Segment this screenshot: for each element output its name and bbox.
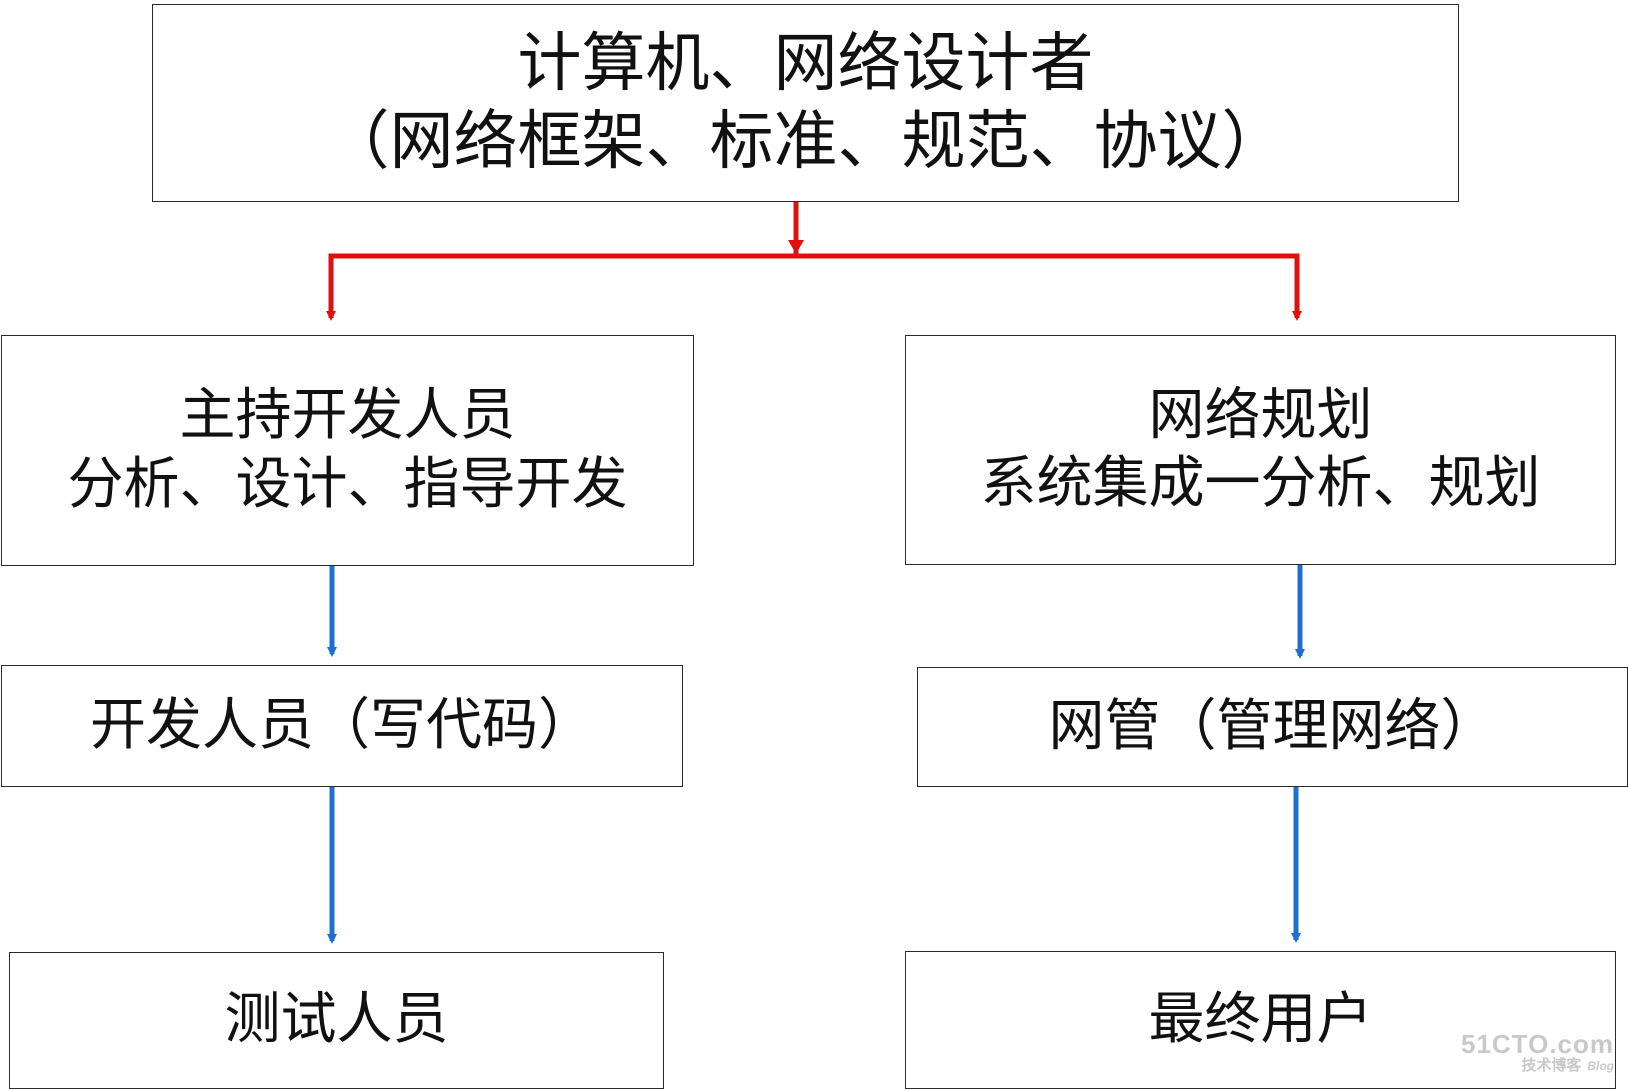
watermark-blog: Blog — [1587, 1059, 1614, 1074]
watermark-subtitle: 技术博客 — [1521, 1057, 1582, 1075]
split-arrow-left — [326, 253, 796, 321]
split-junction-marker — [788, 240, 804, 254]
developer-box: 开发人员（写代码） — [1, 665, 683, 787]
lead-developer-title: 主持开发人员 — [179, 383, 516, 449]
designer-subtitle: （网络框架、标准、规范、协议） — [325, 105, 1286, 179]
watermark: 51CTO.com 技术博客 Blog — [1460, 1028, 1614, 1075]
network-admin-box: 网管（管理网络） — [917, 667, 1628, 787]
network-admin-title: 网管（管理网络） — [1048, 693, 1497, 759]
designer-box: 计算机、网络设计者 （网络框架、标准、规范、协议） — [152, 4, 1459, 202]
lead-developer-box: 主持开发人员 分析、设计、指导开发 — [1, 335, 694, 566]
developer-title: 开发人员（写代码） — [90, 692, 594, 758]
split-arrow-group — [326, 202, 1302, 321]
network-planning-title: 网络规划 — [1148, 382, 1373, 448]
tester-box: 测试人员 — [9, 952, 664, 1089]
network-planning-box: 网络规划 系统集成一分析、规划 — [905, 335, 1616, 565]
end-user-box: 最终用户 — [905, 951, 1616, 1089]
tester-title: 测试人员 — [224, 987, 449, 1053]
designer-title: 计算机、网络设计者 — [517, 26, 1094, 101]
end-user-title: 最终用户 — [1148, 986, 1373, 1052]
split-arrow-right — [796, 253, 1302, 321]
network-planning-subtitle: 系统集成一分析、规划 — [980, 451, 1541, 516]
watermark-site: 51CTO.com — [1460, 1028, 1614, 1059]
lead-developer-subtitle: 分析、设计、指导开发 — [67, 451, 628, 517]
